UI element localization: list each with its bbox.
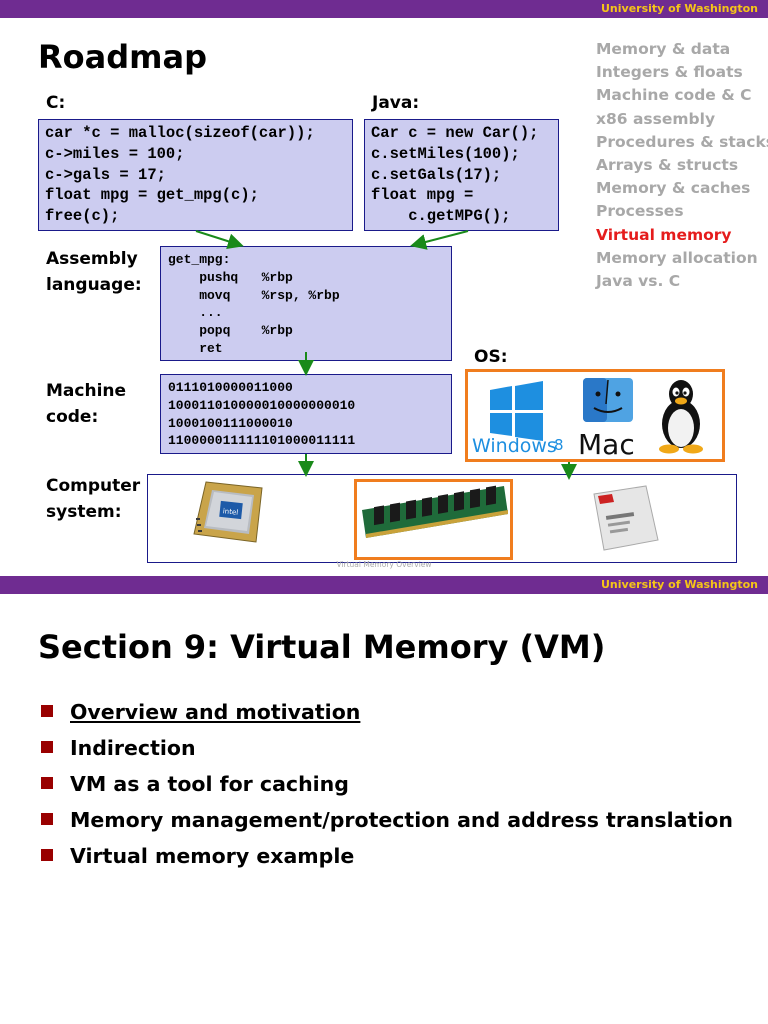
roadmap-item: x86 assembly bbox=[596, 109, 716, 128]
windows-logo-icon: Windows 8 bbox=[472, 381, 564, 457]
roadmap-item: Memory & data bbox=[596, 40, 731, 58]
header-bar: University of Washington bbox=[0, 0, 768, 18]
roadmap-item: Procedures & stacks bbox=[596, 132, 768, 151]
bullet-square-icon bbox=[41, 849, 53, 861]
assembly-label: Assembly language: bbox=[46, 249, 142, 295]
header-bar: University of Washington bbox=[0, 576, 768, 594]
bullet-square-icon bbox=[41, 741, 53, 753]
assembly-code-box: get_mpg: pushq %rbp movq %rsp, %rbp ... … bbox=[160, 246, 452, 361]
computer-system-label: Computer system: bbox=[46, 476, 141, 522]
roadmap-item: Memory allocation bbox=[596, 248, 758, 267]
windows-version-text: 8 bbox=[554, 436, 564, 454]
arrow-java-to-assembly bbox=[410, 230, 469, 250]
roadmap-item: Arrays & structs bbox=[596, 156, 739, 175]
machine-code-box: 0111010000011000 10001101000001000000001… bbox=[160, 374, 452, 454]
roadmap-list: Memory & data Integers & floats Machine … bbox=[596, 38, 768, 293]
bullet-square-icon bbox=[41, 705, 53, 717]
roadmap-item: Memory & caches bbox=[596, 179, 751, 198]
c-code-box: car *c = malloc(sizeof(car)); c->miles =… bbox=[38, 119, 353, 231]
roadmap-item: Machine code & C bbox=[596, 86, 752, 105]
bullet-text: VM as a tool for caching bbox=[70, 772, 349, 796]
bullet-text: Indirection bbox=[70, 736, 196, 760]
roadmap-item: Integers & floats bbox=[596, 63, 743, 82]
os-highlight-box bbox=[465, 369, 725, 462]
bullet-text: Virtual memory example bbox=[70, 844, 355, 868]
c-label: C: bbox=[46, 93, 66, 113]
machine-code-label: Machine code: bbox=[46, 381, 127, 427]
bullet-list: Overview and motivation Indirection VM a… bbox=[40, 694, 733, 874]
bullet-item: Memory management/protection and address… bbox=[40, 802, 733, 838]
bullet-item-current: Overview and motivation bbox=[40, 694, 733, 730]
java-code-box: Car c = new Car(); c.setMiles(100); c.se… bbox=[364, 119, 559, 231]
roadmap-item-active: Virtual memory bbox=[596, 225, 732, 244]
ram-module-icon bbox=[362, 485, 508, 538]
roadmap-item: Processes bbox=[596, 202, 684, 221]
arrow-c-to-assembly bbox=[195, 230, 244, 249]
flow-arrows bbox=[195, 230, 577, 480]
ssd-drive-icon bbox=[593, 485, 659, 551]
bullet-item: VM as a tool for caching bbox=[40, 766, 733, 802]
roadmap-item: Java vs. C bbox=[596, 272, 681, 291]
bullet-text: Memory management/protection and address… bbox=[70, 808, 733, 832]
slide-title: Roadmap bbox=[38, 38, 207, 76]
ram-highlight-box bbox=[354, 479, 513, 560]
cpu-chip-icon: intel bbox=[193, 481, 263, 543]
bullet-text: Overview and motivation bbox=[70, 700, 361, 724]
os-label: OS: bbox=[474, 347, 508, 367]
mac-finder-logo-icon: Mac bbox=[578, 378, 635, 460]
slide-title: Section 9: Virtual Memory (VM) bbox=[38, 628, 606, 666]
windows-logo-text: Windows bbox=[472, 435, 557, 457]
bullet-square-icon bbox=[41, 813, 53, 825]
bullet-item: Virtual memory example bbox=[40, 838, 733, 874]
svg-text:intel: intel bbox=[222, 507, 238, 517]
linux-tux-icon bbox=[659, 380, 703, 454]
slide-section-9: University of Washington Section 9: Virt… bbox=[0, 576, 768, 1024]
java-label: Java: bbox=[372, 93, 420, 113]
mac-logo-text: Mac bbox=[578, 428, 635, 460]
slide-roadmap: University of Washington Roadmap C: Java… bbox=[0, 0, 768, 569]
bullet-item: Indirection bbox=[40, 730, 733, 766]
bullet-square-icon bbox=[41, 777, 53, 789]
slide-footer: Virtual Memory Overview bbox=[336, 560, 432, 569]
